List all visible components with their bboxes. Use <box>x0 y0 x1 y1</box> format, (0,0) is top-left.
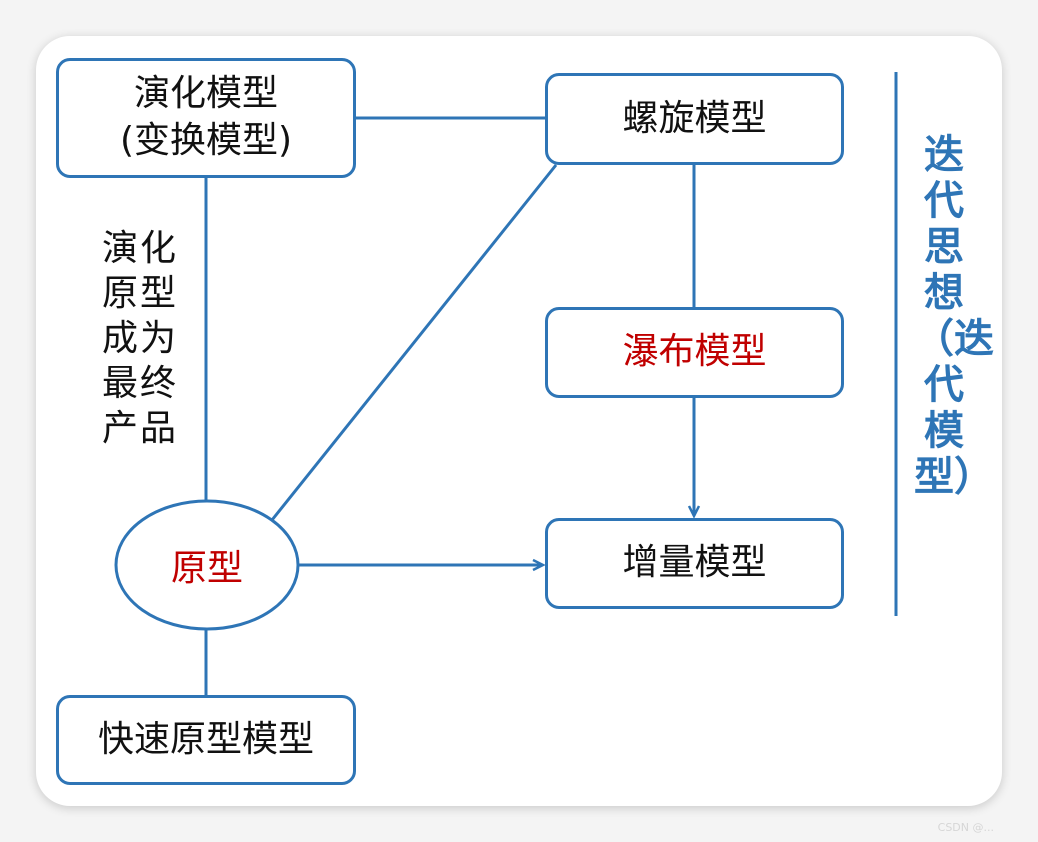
incremental-model-box: 增量模型 <box>545 518 844 609</box>
incremental-model-label: 增量模型 <box>622 542 767 584</box>
rapid-prototype-model-label: 快速原型模型 <box>97 718 314 760</box>
prototype-node: 原型 <box>116 501 298 629</box>
prototype-label: 原型 <box>170 548 243 589</box>
spiral-model-label: 螺旋模型 <box>622 97 767 139</box>
side-title-iterative-idea: 迭代 思想 （迭代 模型） <box>914 132 994 500</box>
watermark: CSDN @... <box>937 821 994 834</box>
rapid-prototype-model-box: 快速原型模型 <box>56 695 356 785</box>
evolution-model-box: 演化模型 (变换模型) <box>56 58 356 178</box>
evolution-model-label: 演化模型 (变换模型) <box>119 73 293 161</box>
edge-label-evolutionary-prototype: 演化 原型 成为 最终 产品 <box>102 228 179 449</box>
line-spiral-prototype <box>270 164 558 521</box>
prototype-ellipse <box>114 499 300 631</box>
waterfall-model-box: 瀑布模型 <box>545 307 844 398</box>
waterfall-model-label: 瀑布模型 <box>622 331 767 373</box>
spiral-model-box: 螺旋模型 <box>545 73 844 165</box>
